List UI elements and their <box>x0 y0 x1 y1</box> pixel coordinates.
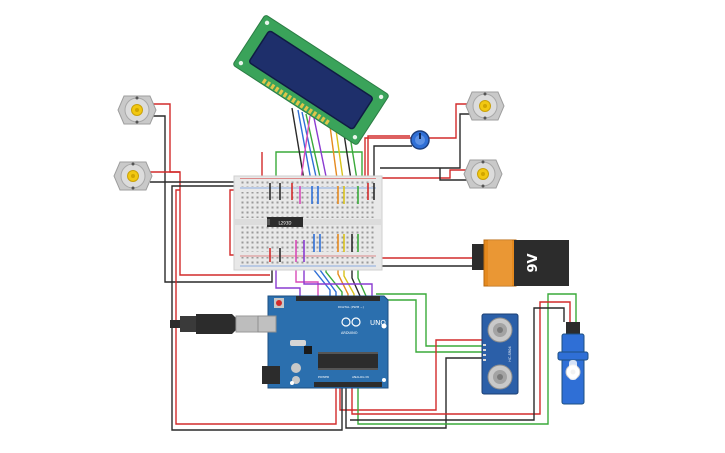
lcd-pins <box>261 78 330 126</box>
lcd-display <box>233 15 389 145</box>
wire-motor2-red <box>150 171 270 276</box>
wire-us-red <box>339 339 482 411</box>
arduino-uno[interactable]: UNO ARDUINO DIGITAL (PWM ~) POWER ANALOG… <box>257 295 389 389</box>
wire-bb-ard-1 <box>275 266 301 298</box>
chip-label: L293D <box>279 221 292 226</box>
wire-servo-red <box>351 301 571 415</box>
wire-lcd-5 <box>299 115 311 187</box>
arduino-digital-header: DIGITAL (PWM ~) <box>338 305 364 309</box>
wire-outer-red <box>175 189 337 425</box>
wire-motor1-red <box>152 103 180 173</box>
wire-us-black <box>345 357 482 429</box>
ultrasonic-sensor[interactable]: HC-SR04 <box>481 313 519 395</box>
wire-servo-black <box>350 307 565 421</box>
arduino-power-header: POWER <box>318 375 329 379</box>
arduino-logo <box>341 317 361 327</box>
battery-label: 9V <box>526 253 541 272</box>
wire-motor3-red <box>364 103 470 182</box>
wire-lcd-6 <box>313 117 329 187</box>
breadboard[interactable]: L293D <box>233 175 383 271</box>
arduino-model: UNO <box>370 319 386 327</box>
usb-cable <box>170 314 271 334</box>
wire-outer-black <box>171 185 343 431</box>
arduino-analog-header: ANALOG IN <box>352 375 369 379</box>
dc-motor-bottom-left[interactable] <box>113 161 153 191</box>
wire-lcd-1 <box>291 107 306 187</box>
potentiometer[interactable] <box>410 130 430 150</box>
servo-motor[interactable] <box>557 322 589 405</box>
ultrasonic-label: HC-SR04 <box>508 346 512 362</box>
wire-lcd-3 <box>301 111 319 187</box>
wire-servo-green <box>357 293 577 425</box>
wire-pot-black <box>373 145 412 180</box>
wire-motor3-black <box>380 113 470 169</box>
wires <box>150 103 577 431</box>
wire-us-green1 <box>376 293 482 347</box>
wire-motor4-red <box>382 169 468 179</box>
wire-pot-red <box>367 135 410 180</box>
arduino-brand: ARDUINO <box>341 331 358 335</box>
wire-motor4-black <box>439 168 468 181</box>
wire-motor1-black <box>152 115 273 283</box>
dc-motor-top-right[interactable] <box>465 91 505 121</box>
wire-rail-green <box>275 151 363 190</box>
dc-motor-top-left[interactable] <box>117 95 157 125</box>
motor-driver-chip[interactable]: L293D <box>267 217 303 227</box>
dc-motor-bottom-right[interactable] <box>463 159 503 189</box>
wire-us-green2 <box>384 299 482 353</box>
battery-9v[interactable]: 9V <box>472 239 569 287</box>
breadboard-jumpers <box>269 183 375 262</box>
